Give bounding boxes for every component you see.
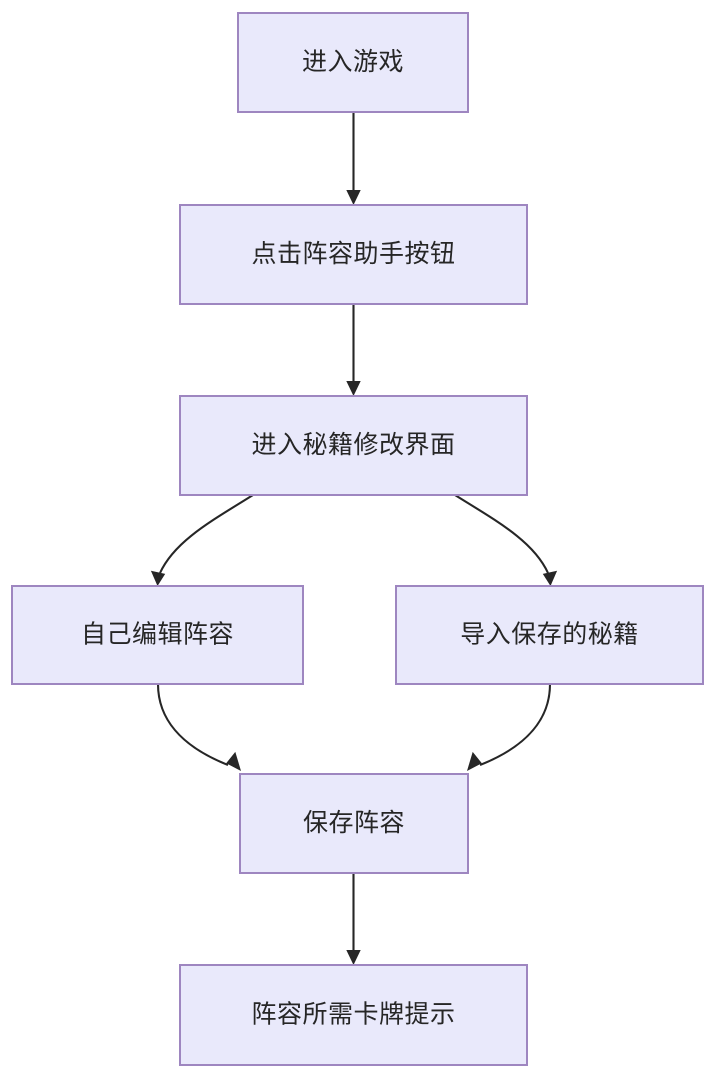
node-import-saved-cheat[interactable]: 导入保存的秘籍 — [395, 585, 704, 685]
arrowhead-icon — [346, 190, 361, 205]
node-box[interactable] — [11, 585, 304, 685]
node-label: 自己编辑阵容 — [81, 621, 234, 649]
edge-click-button-to-cheat-interface — [346, 304, 361, 396]
edge-edit-yourself-to-save-lineup — [156, 683, 241, 771]
node-label: 阵容所需卡牌提示 — [251, 1001, 455, 1029]
edge-import-cheat-to-save-lineup — [467, 683, 552, 771]
edge-line — [159, 494, 254, 574]
node-enter-game[interactable]: 进入游戏 — [237, 12, 469, 113]
node-box[interactable] — [239, 773, 469, 874]
edge-line — [479, 683, 552, 766]
arrowhead-icon — [150, 570, 166, 586]
edge-cheat-interface-to-import-cheat — [454, 494, 558, 586]
node-box[interactable] — [179, 204, 528, 305]
arrowhead-icon — [346, 381, 361, 396]
edge-line — [454, 494, 549, 574]
node-label: 进入秘籍修改界面 — [251, 431, 455, 459]
node-save-lineup[interactable]: 保存阵容 — [239, 773, 469, 874]
node-enter-cheat-edit-interface[interactable]: 进入秘籍修改界面 — [179, 395, 528, 496]
node-lineup-required-cards-hint[interactable]: 阵容所需卡牌提示 — [179, 964, 528, 1066]
node-box[interactable] — [395, 585, 704, 685]
node-label: 进入游戏 — [302, 48, 404, 76]
node-edit-lineup-yourself[interactable]: 自己编辑阵容 — [11, 585, 304, 685]
edge-cheat-interface-to-edit-yourself — [150, 494, 254, 586]
arrowhead-icon — [226, 751, 241, 771]
node-click-lineup-assistant-button[interactable]: 点击阵容助手按钮 — [179, 204, 528, 305]
arrowhead-icon — [467, 751, 482, 771]
node-box[interactable] — [179, 964, 528, 1066]
edge-save-lineup-to-cards-hint — [346, 873, 361, 965]
node-box[interactable] — [237, 12, 469, 113]
node-label: 导入保存的秘籍 — [460, 621, 639, 649]
edge-line — [156, 683, 229, 766]
arrowhead-icon — [542, 570, 558, 586]
edge-enter-game-to-click-button — [346, 112, 361, 205]
arrowhead-icon — [346, 950, 361, 965]
node-label: 保存阵容 — [303, 809, 405, 837]
node-box[interactable] — [179, 395, 528, 496]
node-label: 点击阵容助手按钮 — [251, 240, 455, 268]
